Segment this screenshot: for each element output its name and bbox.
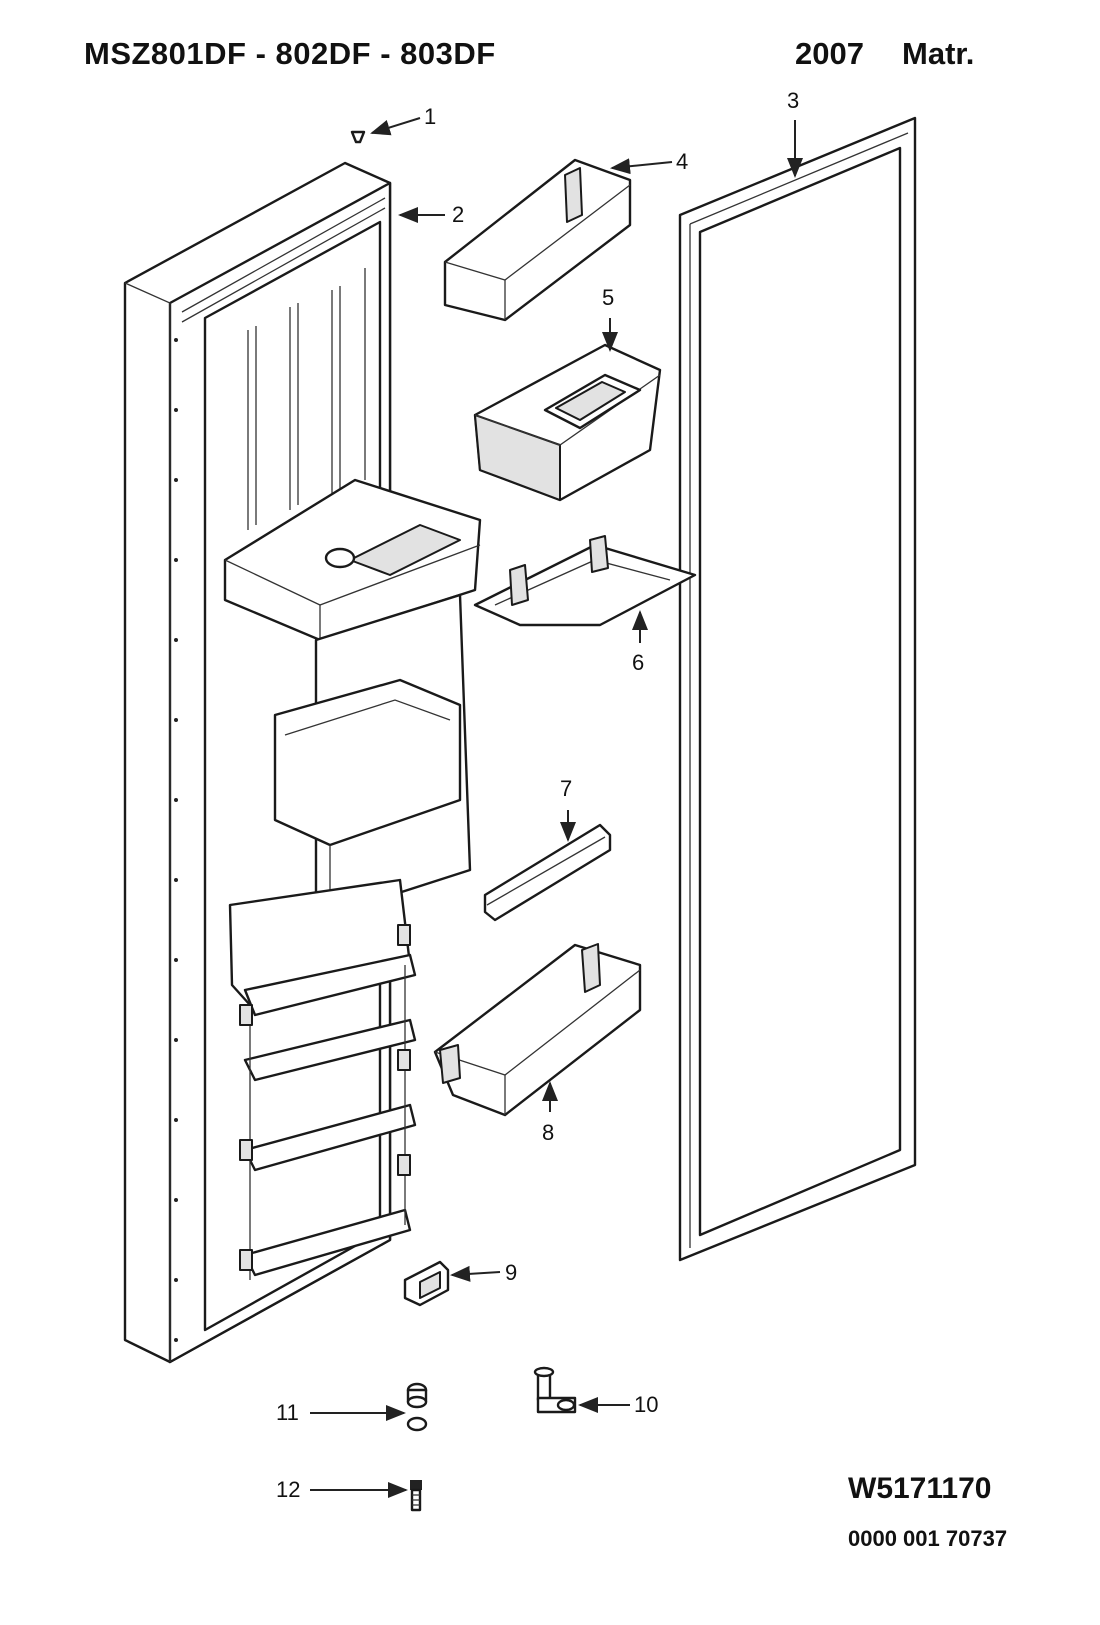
callout-10: 10 bbox=[634, 1392, 658, 1417]
part-11-bushing bbox=[406, 1382, 428, 1432]
callout-12: 12 bbox=[276, 1477, 300, 1502]
callout-9: 9 bbox=[505, 1260, 517, 1285]
part-4-door-bin bbox=[443, 158, 632, 322]
year-label: 2007 bbox=[795, 36, 864, 71]
callout-2: 2 bbox=[452, 202, 464, 227]
diagram-code: W5171170 bbox=[848, 1472, 992, 1505]
callout-3: 3 bbox=[787, 88, 799, 113]
matr-label: Matr. bbox=[902, 36, 975, 71]
callout-1: 1 bbox=[424, 104, 436, 129]
part-6-dispenser-tray bbox=[473, 535, 697, 627]
callout-5: 5 bbox=[602, 285, 614, 310]
part-7-trim-strip bbox=[483, 823, 612, 922]
diagram-number: 0000 001 70737 bbox=[848, 1526, 1008, 1551]
part-1-screw bbox=[350, 130, 366, 144]
part-12-screw bbox=[410, 1480, 422, 1512]
callout-6: 6 bbox=[632, 650, 644, 675]
diagram-title: MSZ801DF - 802DF - 803DF bbox=[84, 36, 496, 71]
callout-labels: 1 2 3 4 5 6 7 8 9 10 11 12 bbox=[276, 88, 799, 1502]
dispenser-housing bbox=[223, 478, 482, 917]
door-shelves bbox=[228, 878, 417, 1280]
callout-4: 4 bbox=[676, 149, 688, 174]
part-3-door-gasket bbox=[678, 116, 917, 1262]
part-5-ice-bucket bbox=[473, 343, 662, 502]
leader-lines bbox=[310, 117, 803, 1498]
callout-8: 8 bbox=[542, 1120, 554, 1145]
part-9-bracket bbox=[403, 1260, 450, 1307]
callout-7: 7 bbox=[560, 776, 572, 801]
callout-11: 11 bbox=[276, 1400, 299, 1425]
part-10-hinge-pin bbox=[533, 1366, 577, 1414]
part-8-door-bin bbox=[433, 943, 642, 1117]
